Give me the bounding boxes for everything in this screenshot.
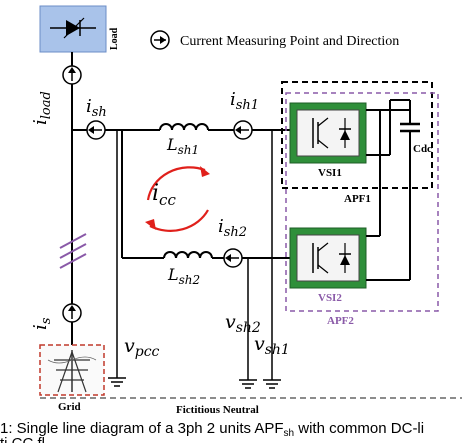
transformer-symbol — [59, 233, 87, 269]
i-sh2-meter — [223, 248, 243, 268]
i-s-label: is — [30, 317, 54, 330]
cdc-label: Cdc — [413, 143, 432, 155]
ground-icon — [108, 377, 126, 387]
ground-icon — [239, 379, 257, 389]
grid-label: Grid — [58, 401, 81, 413]
i-load-meter — [62, 65, 82, 85]
l-sh2-label: Lsh2 — [167, 265, 200, 287]
vsi2-block — [289, 227, 367, 289]
apf2-boundary — [285, 92, 439, 312]
vsi1-block — [289, 102, 367, 164]
dc-link — [366, 99, 420, 281]
neutral-label: Fictitious Neutral — [176, 404, 259, 416]
ground-symbols — [108, 377, 281, 389]
figure-caption: 1: Single line diagram of a 3ph 2 units … — [0, 420, 424, 439]
i-sh2-label: ish2 — [218, 216, 247, 240]
i-sh-meter — [86, 120, 106, 140]
grid-block — [39, 344, 105, 396]
i-sh1-label: ish1 — [230, 89, 259, 113]
apf1-boundary — [281, 81, 433, 189]
load-block: Load — [39, 5, 120, 53]
arrow-up-icon — [68, 305, 76, 311]
v-pcc-label: vpcc — [124, 335, 160, 360]
v-sh1-label: vsh1 — [254, 333, 290, 358]
inductor-lsh1 — [159, 120, 209, 134]
load-label: Load — [109, 27, 120, 50]
inductor-lsh2 — [163, 248, 213, 262]
i-cc-label: icc — [152, 181, 176, 209]
apf1-label: APF1 — [344, 193, 371, 205]
legend-text: Current Measuring Point and Direction — [180, 34, 399, 49]
i-sh-label: ish — [86, 96, 107, 120]
icc-loop-arrow — [145, 166, 210, 232]
legend: Current Measuring Point and Direction — [150, 30, 399, 50]
arrow-left-icon — [235, 126, 241, 134]
arrow-up-icon — [68, 67, 76, 73]
i-load-label: iload — [30, 91, 54, 125]
vsi1-label: VSI1 — [318, 167, 342, 179]
figure-caption-line2: ti CC fl — [0, 435, 45, 443]
arrow-left-icon — [225, 254, 231, 262]
arrow-left-icon — [88, 126, 94, 134]
l-sh1-label: Lsh1 — [166, 135, 199, 157]
i-s-meter — [62, 303, 82, 323]
i-sh1-meter — [233, 120, 253, 140]
vsi2-label: VSI2 — [318, 292, 342, 304]
v-sh2-label: vsh2 — [225, 311, 261, 336]
ground-icon — [263, 379, 281, 389]
apf2-label: APF2 — [327, 315, 354, 327]
